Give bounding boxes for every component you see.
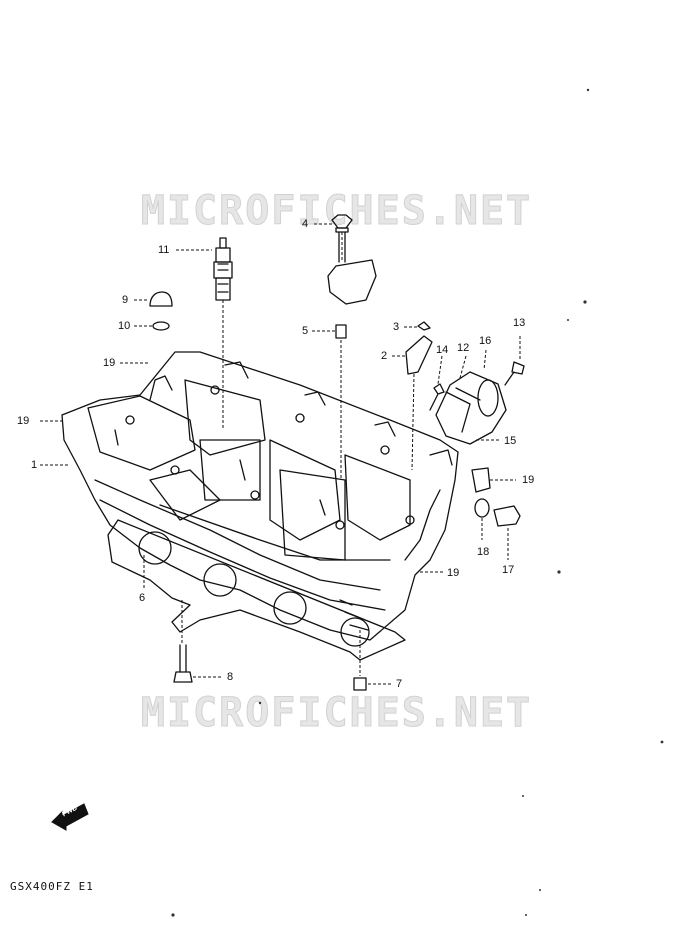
model-code: GSX400FZ E1 [10,880,94,893]
camshaft-holder [327,259,377,305]
valve-plug [405,335,433,375]
callout-19b: 19 [17,415,30,427]
callout-8: 8 [227,671,234,683]
flange-bolt [331,214,353,263]
breather-cover [435,371,507,445]
spark-plug [213,237,233,301]
callout-4: 4 [302,218,309,230]
callout-1: 1 [31,459,38,471]
watermark-bottom: MICROFICHES.NET [140,690,533,737]
callout-18: 18 [477,546,490,558]
bracket-19 [471,467,491,493]
callout-2: 2 [381,350,388,362]
washer [152,321,170,331]
bolt-13 [504,361,525,386]
callout-19a: 19 [103,357,116,369]
callout-9: 9 [122,294,129,306]
callout-14: 14 [436,344,449,356]
dowel-pin [353,677,367,691]
callout-10: 10 [118,320,131,332]
cylinder-head [61,351,459,641]
screw-14 [429,383,445,411]
clip [417,321,431,331]
cap-nut [149,291,173,307]
callout-5: 5 [302,325,309,337]
head-bolt [173,644,193,683]
callout-17: 17 [502,564,515,576]
washer-18 [474,498,490,518]
callout-3: 3 [393,321,400,333]
callout-13: 13 [513,317,526,329]
watermark-top: MICROFICHES.NET [140,188,533,235]
dowel-pin-upper [335,324,347,339]
callout-12: 12 [457,342,470,354]
bolt-17 [493,505,521,527]
callout-19d: 19 [447,567,460,579]
callout-7: 7 [396,678,403,690]
front-arrow-icon [51,803,89,831]
callout-16: 16 [479,335,492,347]
callout-15: 15 [504,435,517,447]
callout-19c: 19 [522,474,535,486]
cylinder-head-gasket [107,519,406,661]
callout-11: 11 [158,244,170,256]
callout-6: 6 [139,592,146,604]
